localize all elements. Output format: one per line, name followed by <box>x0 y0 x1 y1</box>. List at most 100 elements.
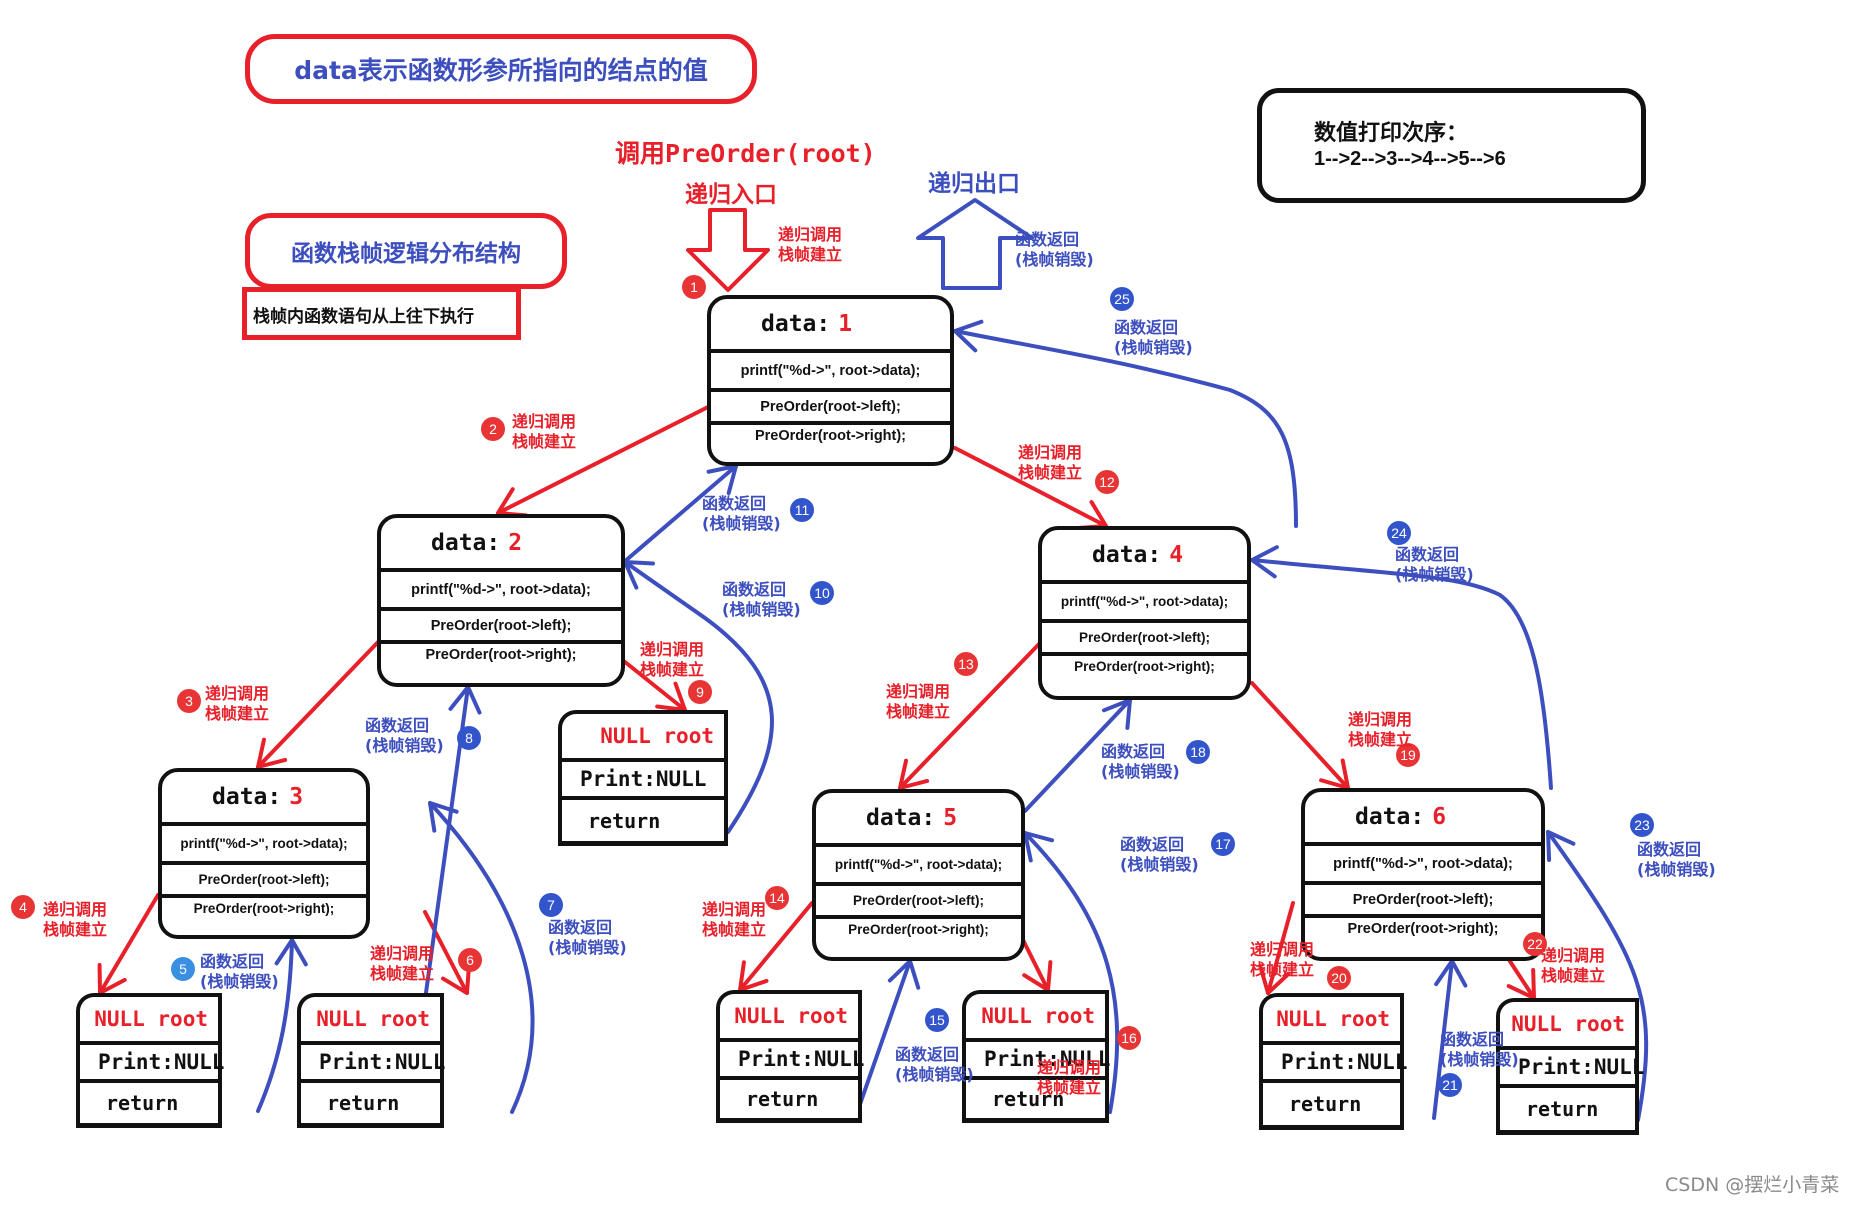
label-line-2: (栈帧销毁) <box>1395 565 1474 584</box>
return-arrow-4-to-1 <box>953 329 1298 528</box>
step-badge-23: 23 <box>1630 813 1654 837</box>
print-null-label: Print:NULL <box>301 1045 445 1083</box>
data-label: data: <box>761 311 831 337</box>
recursion-exit-label: 递归出口 <box>928 171 1020 197</box>
null-root-label: NULL root <box>966 994 1105 1042</box>
label-line-2: (栈帧销毁) <box>895 1065 974 1084</box>
structure-title: 函数栈帧逻辑分布结构 <box>291 241 521 267</box>
label-line-1: 函数返回 <box>1440 1030 1505 1049</box>
data-value: 5 <box>943 805 958 831</box>
diagram-title-box: data表示函数形参所指向的结点的值 <box>245 34 757 104</box>
return-arrow-null-right-to-3-head <box>428 801 459 833</box>
step-badge-9: 9 <box>688 680 712 704</box>
label-line-2: (栈帧销毁) <box>548 938 627 957</box>
label-line-1: 函数返回 <box>548 918 613 937</box>
label-line-1: 函数返回 <box>722 580 787 599</box>
return-arrow-null-right-to-2 <box>623 560 774 834</box>
call-label-1: 递归调用栈帧建立 <box>778 225 842 265</box>
exit-block-arrow <box>916 198 1034 290</box>
label-line-1: 函数返回 <box>1114 318 1179 337</box>
data-label: data: <box>1355 804 1425 830</box>
printf-statement: printf("%d->", root->data); <box>1305 846 1541 885</box>
label-line-2: 栈帧建立 <box>512 432 577 451</box>
print-order-box: 数值打印次序： 1-->2-->3-->4-->5-->6 <box>1257 88 1646 203</box>
return-label-8: 函数返回(栈帧销毁) <box>365 716 444 756</box>
step-badge-3: 3 <box>177 689 201 713</box>
step-badge-14: 14 <box>765 886 789 910</box>
return-arrow-6-to-4-head <box>1250 545 1279 579</box>
return-label: return <box>1526 1097 1599 1121</box>
return-arrow-6-to-4 <box>1250 558 1553 790</box>
label-line-2: 栈帧建立 <box>702 920 767 939</box>
call-label-22: 递归调用栈帧建立 <box>1541 946 1605 986</box>
label-line-2: 栈帧建立 <box>1018 463 1083 482</box>
return-arrow-null-right-to-6 <box>1546 830 1649 1122</box>
call-label-6: 递归调用栈帧建立 <box>370 944 434 984</box>
null-root-label: NULL root <box>720 994 858 1042</box>
label-line-2: 栈帧建立 <box>886 702 951 721</box>
print-null-label: Print:NULL <box>80 1045 224 1083</box>
print-null-label: Print:NULL <box>966 1042 1110 1080</box>
data-value: 4 <box>1169 542 1184 568</box>
step-badge-21: 21 <box>1438 1073 1462 1097</box>
stack-frame-node-5: data: 5 printf("%d->", root->data);PreOrde… <box>812 789 1025 961</box>
return-label: return <box>992 1087 1065 1111</box>
watermark: CSDN @摆烂小青菜 <box>1665 1174 1840 1196</box>
label-line-1: 递归调用 <box>778 225 843 244</box>
call-arrow-5-to-null-left <box>738 901 814 992</box>
call-arrow-4-to-5-head <box>898 758 930 790</box>
printf-statement: printf("%d->", root->data); <box>381 572 621 611</box>
label-line-2: (栈帧销毁) <box>1440 1050 1519 1069</box>
step-badge-13: 13 <box>954 652 978 676</box>
preorder-left-statement: PreOrder(root->left); <box>1305 885 1541 918</box>
return-arrow-4-to-1-head <box>953 319 984 353</box>
call-label-3: 递归调用栈帧建立 <box>205 684 269 724</box>
exit-return-label: 函数返回(栈帧销毁) <box>1015 230 1094 270</box>
label-line-1: 函数返回 <box>895 1045 960 1064</box>
step-badge-24: 24 <box>1387 521 1411 545</box>
return-arrow-null-left-to-3 <box>256 938 294 1113</box>
step-badge-7: 7 <box>539 893 563 917</box>
call-label-16: 递归调用栈帧建立 <box>1037 1058 1101 1098</box>
return-label-21: 函数返回(栈帧销毁) <box>1440 1030 1519 1070</box>
return-arrow-null-left-to-6 <box>1432 959 1454 1120</box>
label-line-1: 递归调用 <box>370 944 435 963</box>
label-line-1: 函数返回 <box>1101 742 1166 761</box>
call-label-4: 递归调用栈帧建立 <box>43 900 107 940</box>
frame-data-header: data: 5 <box>816 793 1021 847</box>
data-label: data: <box>866 805 936 831</box>
null-root-label: NULL root <box>562 714 724 762</box>
call-arrow-6-to-null-left-head <box>1258 964 1291 995</box>
label-line-2: 栈帧建立 <box>1541 966 1606 985</box>
execution-note: 栈帧内函数语句从上往下执行 <box>253 307 474 327</box>
call-arrow-5-to-null-right <box>1020 936 1050 992</box>
preorder-left-statement: PreOrder(root->left); <box>1042 623 1247 656</box>
label-line-2: 栈帧建立 <box>1250 960 1315 979</box>
printf-statement: printf("%d->", root->data); <box>816 847 1021 886</box>
label-line-1: 递归调用 <box>1018 443 1083 462</box>
label-line-2: (栈帧销毁) <box>1637 860 1716 879</box>
return-label: return <box>588 808 661 833</box>
print-null-label: Print:NULL <box>1500 1050 1644 1088</box>
call-arrow-3-to-null-right-head <box>441 963 472 995</box>
call-label-19: 递归调用栈帧建立 <box>1348 710 1412 750</box>
label-line-2: 栈帧建立 <box>778 245 843 264</box>
preorder-right-statement: PreOrder(root->right); <box>425 647 577 663</box>
return-arrow-5-to-4-head <box>1101 698 1132 730</box>
return-arrow-null-left-to-5 <box>856 959 912 1112</box>
step-badge-18: 18 <box>1186 740 1210 764</box>
null-root-label: NULL root <box>80 997 218 1045</box>
call-arrow-2-to-3 <box>256 638 382 769</box>
step-badge-17: 17 <box>1211 832 1235 856</box>
print-null-label: Print:NULL <box>562 762 724 800</box>
step-badge-1: 1 <box>682 275 706 299</box>
label-line-1: 函数返回 <box>200 952 265 971</box>
preorder-left-statement: PreOrder(root->left); <box>816 886 1021 919</box>
return-label-17: 函数返回(栈帧销毁) <box>1120 835 1199 875</box>
step-badge-16: 16 <box>1117 1026 1141 1050</box>
